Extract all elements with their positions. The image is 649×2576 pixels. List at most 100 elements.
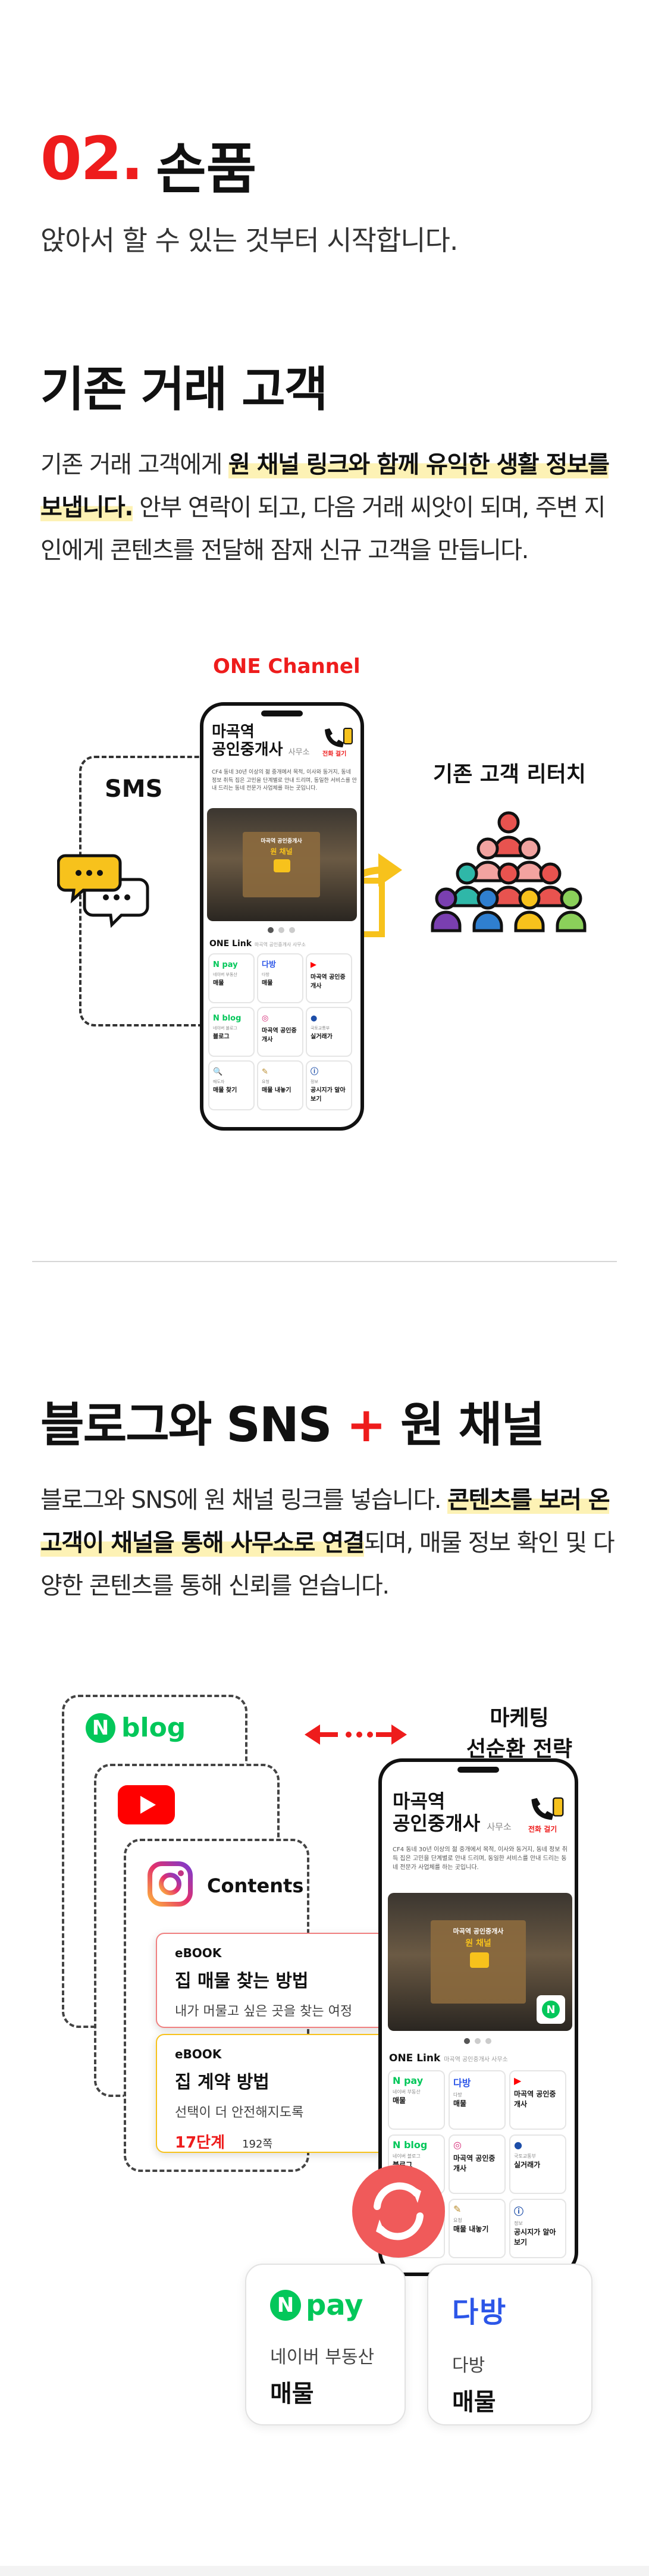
- tile-logo-icon: ⓘ: [311, 1068, 319, 1076]
- ebook-tag: eBOOK: [175, 1946, 222, 1960]
- tile-logo-icon: 다방: [262, 960, 276, 969]
- office-name-line2: 공인중개사: [393, 1811, 481, 1835]
- tile-caption: 네이버 블로그: [213, 1026, 237, 1031]
- marketing-line1: 마케팅: [490, 1706, 549, 1730]
- phone-call-icon[interactable]: [322, 726, 356, 750]
- tile-value: 매물 찾기: [213, 1087, 237, 1094]
- onelink-title: ONE Link: [209, 939, 252, 949]
- ebook-steps-value: 17단계: [175, 2134, 225, 2152]
- tile-value: 마곡역 공인중개사: [262, 1028, 297, 1043]
- section-divider: [32, 1261, 617, 1262]
- onelink-tile[interactable]: ▶ 마곡역 공인중개사: [509, 2070, 566, 2130]
- dabang-listing-card[interactable]: 다방 다방 매물: [427, 2264, 592, 2425]
- tile-value: 블로그: [213, 1034, 230, 1040]
- listing-value: 매물: [270, 2380, 314, 2408]
- one-channel-label: ONE Channel: [213, 655, 360, 678]
- ebook-title: 집 매물 찾는 방법: [175, 1971, 309, 1992]
- tile-logo-icon: N pay: [213, 960, 238, 969]
- tile-caption: 다방: [453, 2092, 462, 2098]
- office-photo: 마곡역 공인중개사 원 채널: [207, 808, 357, 921]
- section2-text-post: 되며, 매물 정보 확인 및 다양한 콘텐츠를 통해 신뢰를 얻습니다.: [40, 1529, 615, 1600]
- phone-call-icon[interactable]: [528, 1795, 568, 1823]
- onelink-header: ONE Link 마곡역 공인중개사 사무소: [389, 2052, 508, 2064]
- tile-logo-icon: 🔍: [213, 1068, 223, 1076]
- section-number: 02.: [40, 124, 143, 193]
- ebook-steps: 17단계 192쪽: [175, 2130, 393, 2152]
- office-name-line1: 마곡역: [393, 1790, 446, 1813]
- section1-text-post: 안부 연락이 되고, 다음 거래 씨앗이 되며, 주변 지인에게 콘텐츠를 전달…: [40, 494, 606, 564]
- section2-text-pre: 블로그와 SNS에 원 채널 링크를 넣습니다.: [40, 1486, 448, 1514]
- carousel-dots: [268, 927, 295, 933]
- naver-n-icon: N: [270, 2290, 301, 2321]
- tile-value: 실거래가: [311, 1034, 333, 1040]
- tile-caption: 네이버 부동산: [393, 2089, 421, 2095]
- section1-title: 기존 거래 고객: [40, 362, 328, 417]
- tile-value: 매물: [393, 2096, 406, 2105]
- call-button-label[interactable]: 전화 걸기: [528, 1825, 557, 1833]
- photo-sign-top: 마곡역 공인중개사: [453, 1927, 504, 1935]
- tile-caption: 네이버 블로그: [393, 2154, 421, 2159]
- tile-caption: 국토교통부: [311, 1026, 330, 1031]
- onelink-header: ONE Link 마곡역 공인중개사 사무소: [209, 939, 306, 949]
- ebook-card-1[interactable]: eBOOK 집 매물 찾는 방법 내가 머물고 싶은 곳을 찾는 여정: [156, 1933, 412, 2028]
- tile-caption: 요청: [262, 1079, 269, 1084]
- carousel-dots: [464, 2038, 491, 2044]
- onelink-tile[interactable]: ▶마곡역 공인중개사: [306, 953, 352, 1003]
- blog-text: blog: [121, 1713, 186, 1743]
- tile-logo-icon: N blog: [213, 1014, 242, 1023]
- tile-logo-icon: ▶: [311, 960, 316, 969]
- naver-n-glyph: N: [542, 2001, 560, 2018]
- onelink-subtitle: 마곡역 공인중개사 사무소: [444, 2057, 508, 2063]
- page-subtitle: 앉아서 할 수 있는 것부터 시작합니다.: [40, 224, 459, 256]
- youtube-icon: [118, 1785, 175, 1824]
- onelink-tile[interactable]: ◎ 마곡역 공인중개사: [449, 2134, 506, 2194]
- section2-paragraph: 블로그와 SNS에 원 채널 링크를 넣습니다. 콘텐츠를 보러 온 고객이 채…: [40, 1479, 623, 1607]
- call-button-label[interactable]: 전화 걸기: [322, 751, 347, 758]
- naver-pay-listing-card[interactable]: N pay 네이버 부동산 매물: [245, 2264, 406, 2425]
- naver-n-icon: N: [86, 1713, 115, 1743]
- tile-logo-icon: ◎: [453, 2139, 462, 2151]
- tile-logo-icon: ✎: [262, 1068, 268, 1076]
- camera-icon: [470, 1952, 489, 1968]
- ebook-card-2[interactable]: eBOOK 집 계약 방법 선택이 더 안전해지도록 17단계 192쪽: [156, 2034, 412, 2153]
- section1-text-pre: 기존 거래 고객에게: [40, 451, 229, 478]
- tile-value: 공시지가 알아보기: [311, 1087, 346, 1103]
- office-name-suffix: 사무소: [288, 747, 310, 757]
- sync-icon: [352, 2165, 445, 2258]
- onelink-title: ONE Link: [389, 2052, 441, 2064]
- tile-logo-icon: ⓘ: [514, 2206, 524, 2217]
- tile-caption: 네이버 부동산: [213, 972, 237, 977]
- tile-value: 마곡역 공인중개사: [453, 2154, 496, 2173]
- office-description: CF4 동네 30년 이상의 젊 중개에서 목적, 이사와 동거지, 동네 정보…: [393, 1846, 568, 1871]
- tile-value: 마곡역 공인중개사: [514, 2090, 556, 2108]
- marketing-line2: 선순환 전략: [466, 1737, 573, 1761]
- tile-logo-icon: ✎: [453, 2203, 462, 2215]
- instagram-icon: [148, 1861, 193, 1907]
- section1-paragraph: 기존 거래 고객에게 원 채널 링크와 함께 유익한 생활 정보를 보냅니다. …: [40, 443, 623, 572]
- tile-logo-icon: ▶: [514, 2075, 522, 2086]
- section2-title-plus: +: [346, 1397, 386, 1453]
- tile-logo-icon: N blog: [393, 2139, 428, 2151]
- bottom-band: [0, 2566, 649, 2576]
- onelink-tile[interactable]: ◎마곡역 공인중개사: [257, 1007, 303, 1057]
- marketing-strategy-label: 마케팅 선순환 전략: [445, 1703, 594, 1765]
- phone-notch: [457, 1767, 499, 1773]
- tile-value: 매물: [213, 980, 224, 987]
- phone-notch: [261, 710, 303, 716]
- office-name-line2: 공인중개사: [212, 740, 283, 759]
- contents-label: Contents: [207, 1874, 304, 1897]
- naver-map-icon[interactable]: N: [537, 1995, 565, 2024]
